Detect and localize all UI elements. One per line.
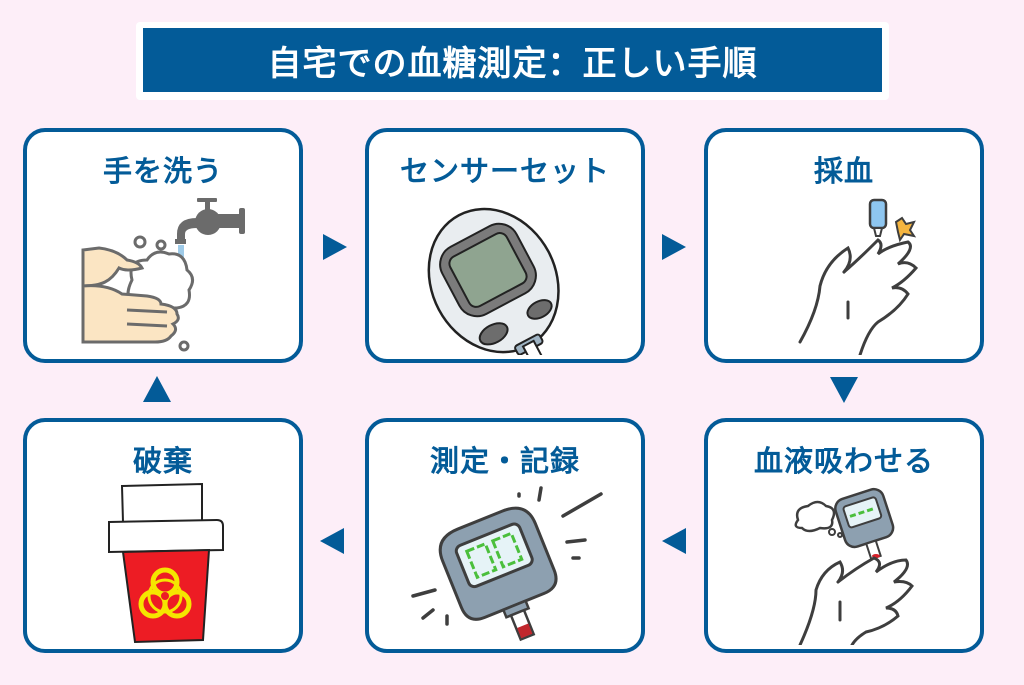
arrow-up-icon (143, 376, 171, 402)
page-title: 自宅での血糖測定：正しい手順 (143, 28, 882, 92)
arrow-right-icon (323, 234, 347, 260)
arrow-right-icon (662, 234, 686, 260)
title-frame: 自宅での血糖測定：正しい手順 (136, 22, 889, 100)
step-label: 採血 (813, 154, 874, 188)
lancet-finger-icon (798, 198, 919, 355)
step-label: センサーセット (399, 154, 610, 188)
step-dispose: 破棄 (23, 418, 303, 653)
biohazard-bin-icon (108, 482, 224, 644)
arrow-left-icon (662, 528, 686, 554)
step-label: 血液吸わせる (753, 444, 934, 478)
step-wash-hands: 手を洗う (23, 128, 303, 363)
step-apply-blood: 血液吸わせる (704, 418, 984, 653)
blood-on-strip-icon (794, 487, 914, 645)
step-label: 手を洗う (102, 154, 223, 188)
step-measure-record: 測定・記録 (365, 418, 645, 653)
step-set-sensor: センサーセット (365, 128, 645, 363)
step-label: 測定・記録 (429, 444, 580, 478)
arrow-left-icon (320, 528, 344, 554)
hand-washing-icon (81, 198, 245, 352)
step-label: 破棄 (132, 444, 193, 478)
meter-reading-icon (411, 486, 603, 642)
step-draw-blood: 採血 (704, 128, 984, 363)
glucose-meter-icon (427, 207, 560, 355)
arrow-down-icon (830, 377, 858, 403)
